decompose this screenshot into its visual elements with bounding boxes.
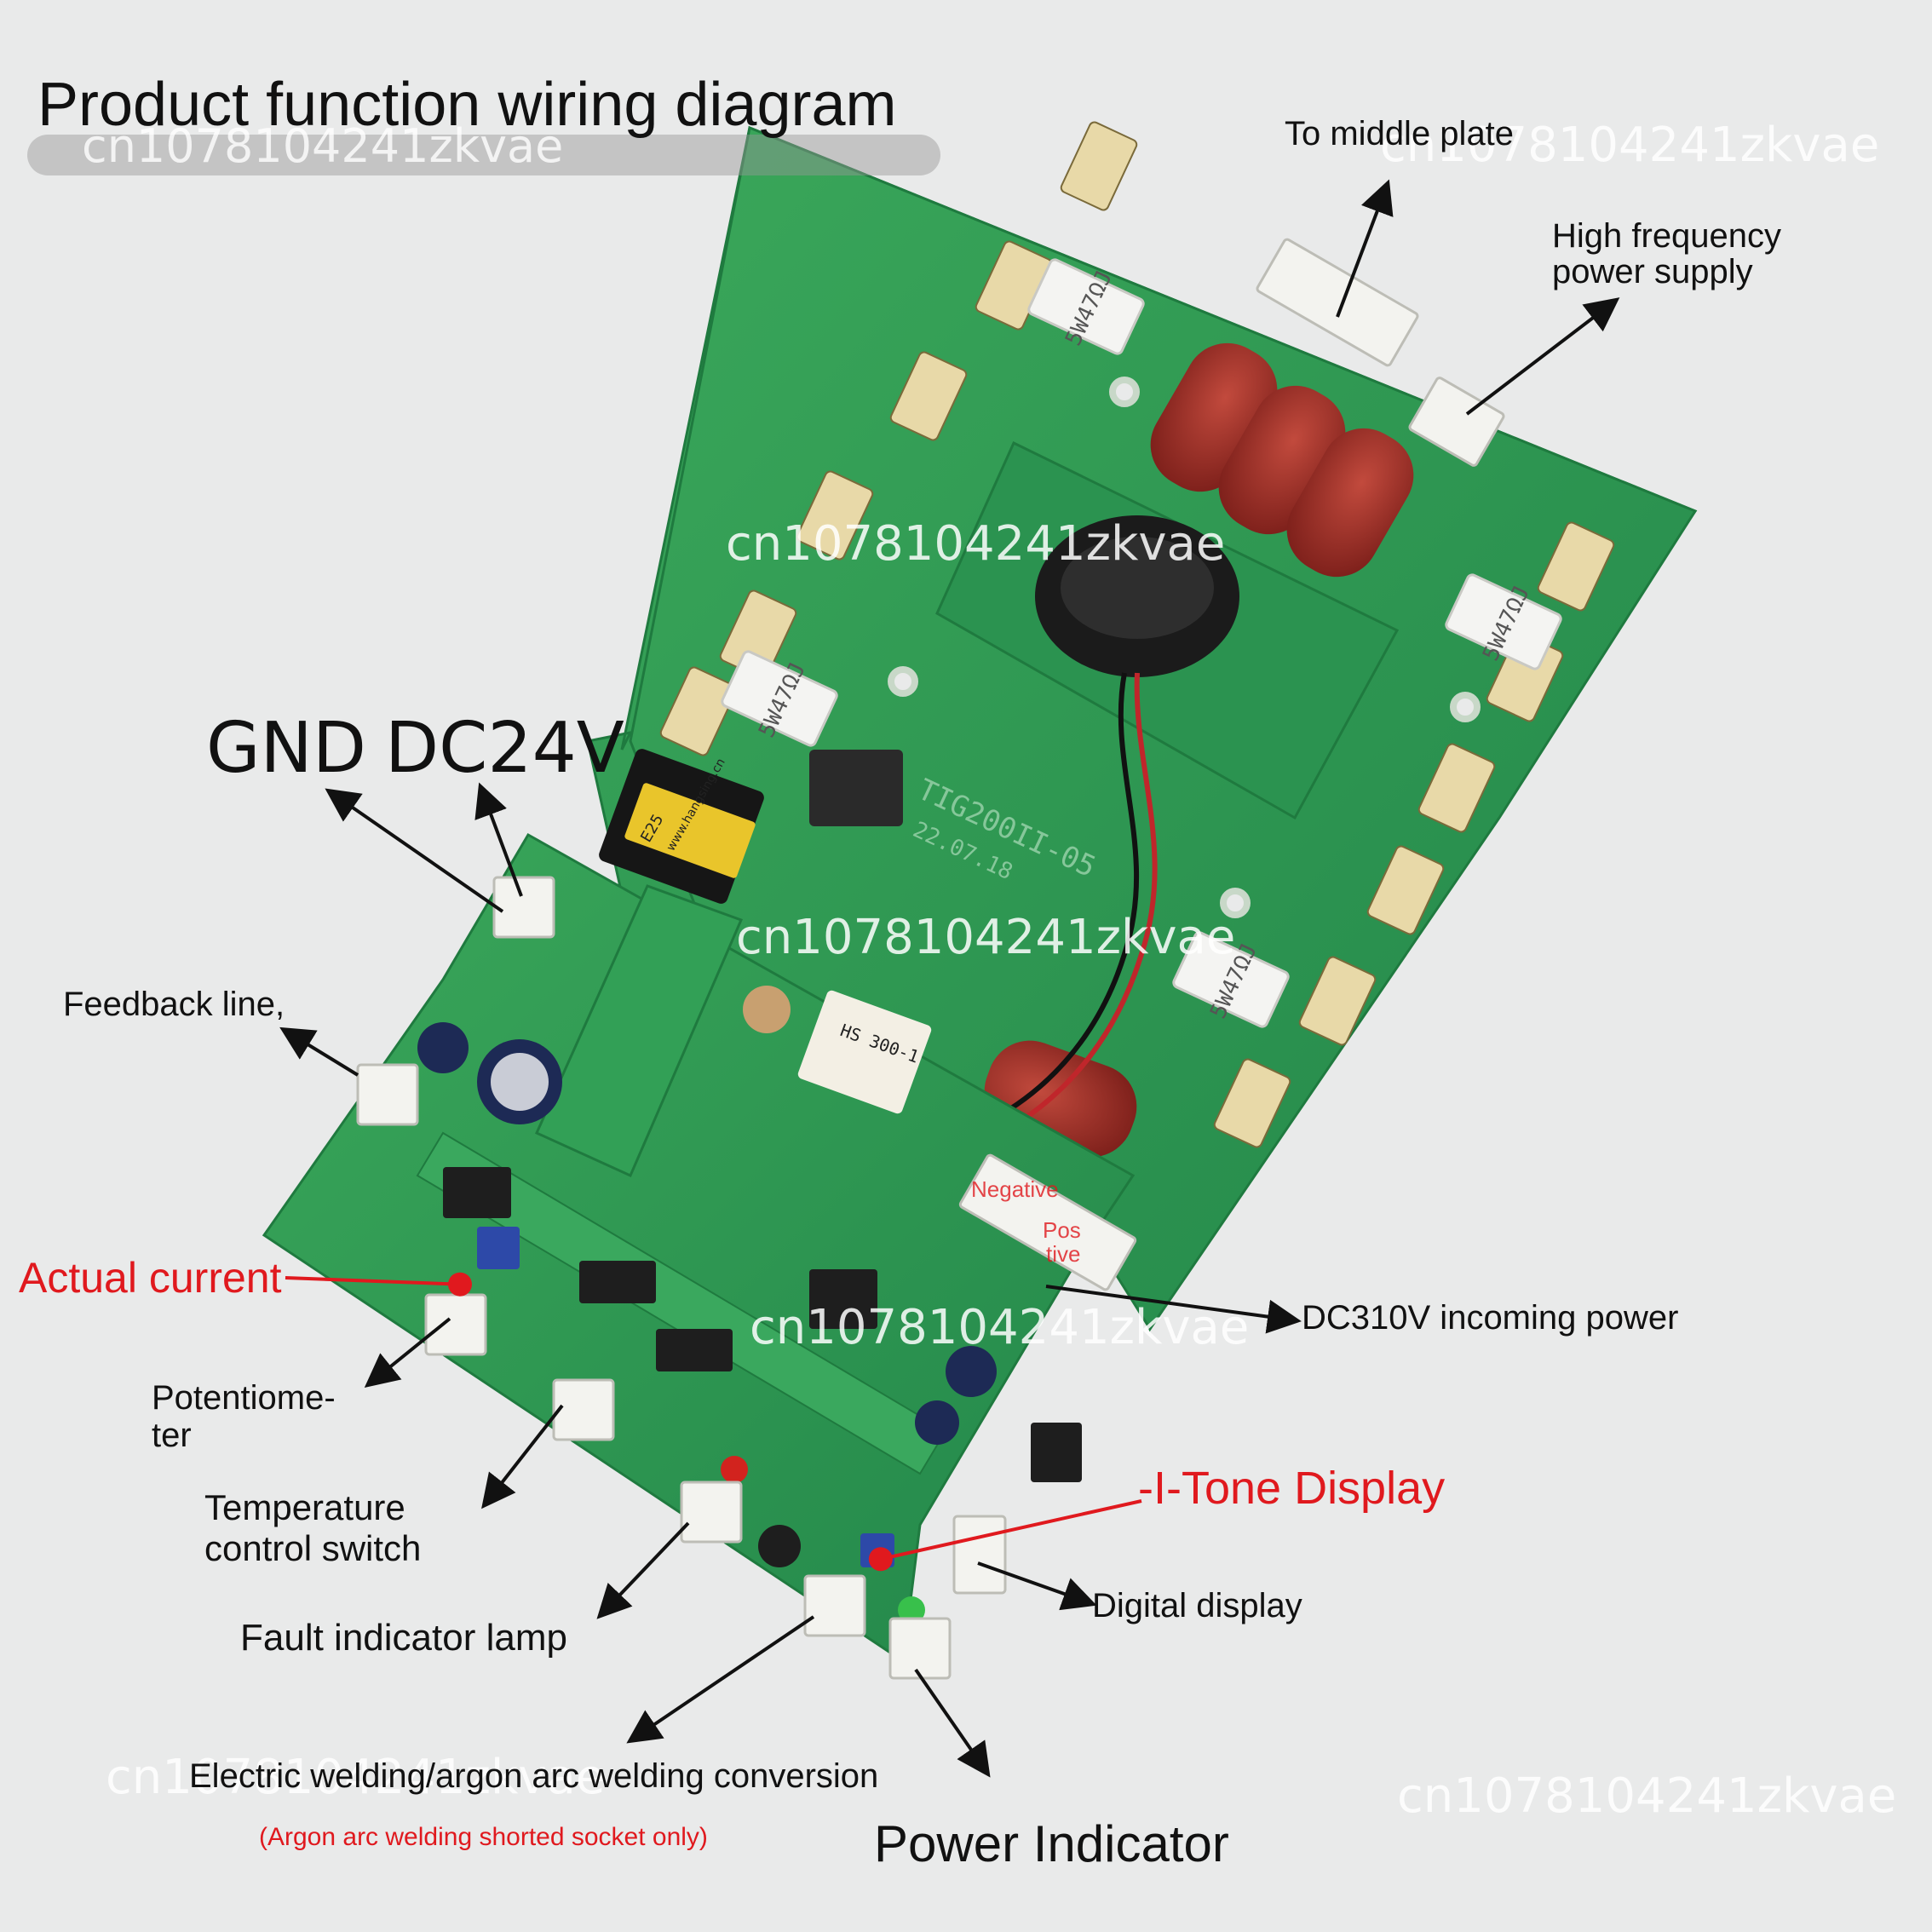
watermark-text: cn1078104241zkvae [750, 1300, 1250, 1355]
label-argon-note: (Argon arc welding shorted socket only) [259, 1823, 708, 1851]
watermark-text: cn1078104241zkvae [726, 516, 1226, 572]
label-conversion: Electric welding/argon arc welding conve… [189, 1757, 879, 1795]
label-tone-display: -I-Tone Display [1138, 1463, 1446, 1514]
label-to-middle-plate: To middle plate [1285, 115, 1515, 152]
label-dc310v: DC310V incoming power [1302, 1299, 1679, 1337]
label-dc24v: DC24V [385, 708, 624, 789]
label-control-switch: control switch [204, 1528, 422, 1568]
label-positive-cont: tive [1046, 1241, 1081, 1267]
label-gnd: GND [206, 708, 367, 789]
label-actual-current: Actual current [19, 1254, 282, 1302]
label-power-supply: power supply [1552, 253, 1753, 290]
label-fault-indicator: Fault indicator lamp [240, 1617, 567, 1659]
watermark-text: cn1078104241zkvae [82, 119, 564, 173]
watermark-text: cn1078104241zkvae [736, 910, 1236, 965]
label-potentiometer-cont: ter [152, 1417, 192, 1454]
label-temperature: Temperature [204, 1487, 405, 1527]
watermark-bar [27, 135, 940, 175]
label-feedback-line: Feedback line, [63, 986, 285, 1023]
control-pcb [262, 832, 1137, 1680]
page-title: Product function wiring diagram [37, 71, 897, 139]
watermark-text: cn1078104241zkvae [106, 1750, 606, 1805]
label-power-indicator: Power Indicator [874, 1815, 1229, 1872]
label-digital-display: Digital display [1092, 1587, 1302, 1624]
annotation-arrows [279, 179, 1620, 1778]
label-negative: Negative [971, 1176, 1059, 1202]
red-pointer-lines [285, 1272, 1142, 1572]
watermark-text: cn1078104241zkvae [1397, 1768, 1897, 1824]
watermark-text: cn1078104241zkvae [1380, 118, 1880, 173]
label-potentiometer: Potentiome- [152, 1379, 336, 1417]
label-high-frequency: High frequency [1552, 217, 1782, 255]
label-positive: Pos [1043, 1217, 1081, 1243]
